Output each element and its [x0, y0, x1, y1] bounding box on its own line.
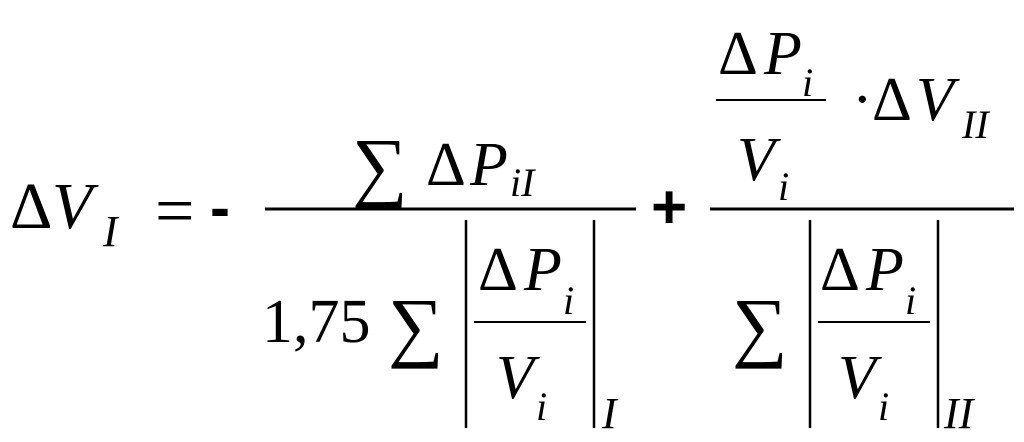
frac2-abs-sub: II: [943, 389, 976, 438]
frac2-num-sub: II: [961, 102, 990, 147]
frac1-den-inner-delta: Δ: [478, 236, 518, 304]
equals-sign: =: [155, 173, 194, 250]
frac2-num-inner-delta: Δ: [718, 20, 758, 88]
frac2-num-inner-var-p: P: [763, 20, 802, 88]
frac1-den-coef: 1,75: [262, 288, 371, 356]
lhs-var: V: [52, 170, 99, 243]
lhs-delta: Δ: [10, 170, 52, 243]
frac2-num-var: V: [916, 66, 960, 134]
lhs: Δ V I: [10, 170, 120, 256]
frac2-num-inner-var-v: V: [737, 126, 781, 194]
fraction-2: Δ P i V i · Δ V II ∑ Δ P i V i II: [710, 20, 1014, 438]
frac2-num-dot: ·: [852, 66, 873, 134]
frac1-num-delta: Δ: [426, 131, 466, 199]
frac2-den-inner-sub-p: i: [905, 278, 916, 323]
plus-sign: +: [651, 173, 687, 242]
frac1-den-inner-sub-v: i: [536, 384, 547, 429]
frac2-den-inner-sub-v: i: [878, 384, 889, 429]
frac2-den-inner-var-v: V: [838, 344, 882, 412]
frac1-num-var: P: [469, 131, 508, 199]
lhs-sub: I: [102, 207, 120, 256]
frac1-den-inner-var-v: V: [496, 344, 540, 412]
fraction-1: ∑ Δ P iI 1,75 ∑ Δ P i V i I: [262, 122, 636, 438]
frac2-den-inner-delta: Δ: [820, 236, 860, 304]
minus-sign: -: [210, 174, 230, 241]
frac1-den-inner-var-p: P: [523, 236, 562, 304]
frac2-num-delta: Δ: [872, 66, 912, 134]
frac1-abs-sub: I: [601, 389, 619, 438]
frac1-den-sigma: ∑: [388, 282, 444, 369]
frac1-den-inner-sub-p: i: [563, 278, 574, 323]
frac1-num-sub: iI: [510, 160, 536, 205]
frac2-num-inner-sub-v: i: [778, 164, 789, 209]
frac2-num-inner-sub-p: i: [802, 60, 813, 105]
frac2-den-sigma: ∑: [732, 282, 788, 369]
frac2-den-inner-var-p: P: [865, 236, 904, 304]
frac1-num-sigma: ∑: [352, 122, 408, 209]
